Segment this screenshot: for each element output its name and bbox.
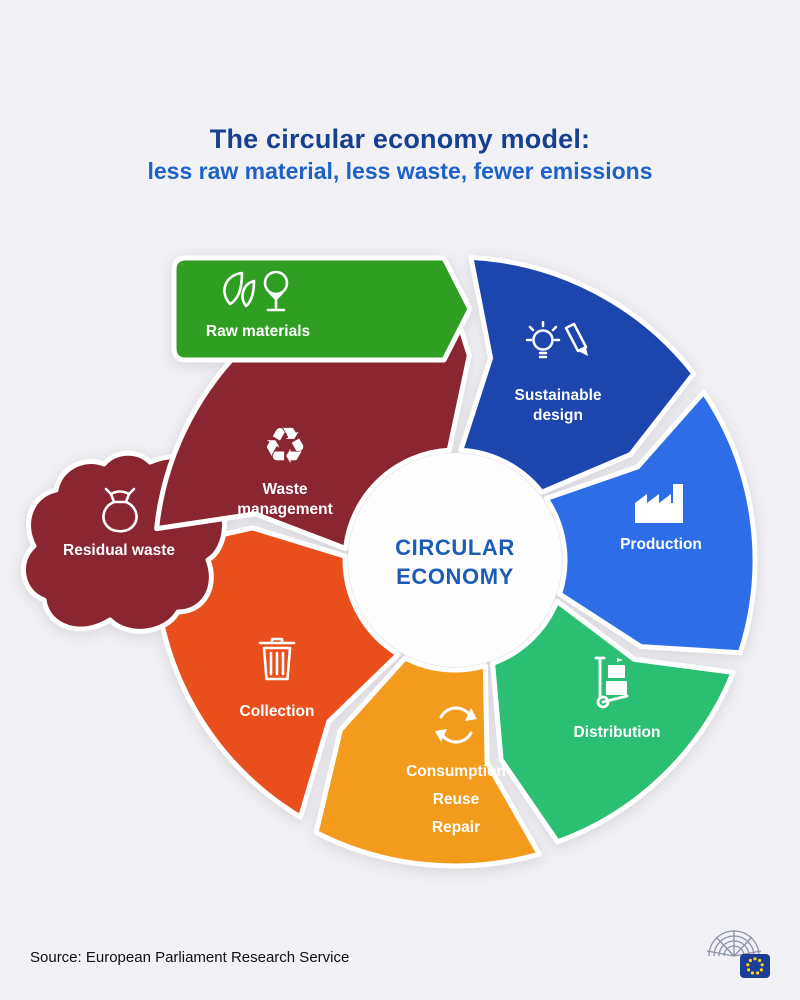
- lightbulb-pencil-icon: [525, 320, 591, 371]
- waste-management-label: Waste management: [237, 480, 333, 520]
- production-label: Production: [620, 536, 702, 553]
- center-circle: [348, 453, 562, 667]
- cycle-arrows-icon: [431, 700, 481, 750]
- label-line: Consumption: [406, 763, 506, 780]
- trash-bin-icon: [254, 634, 300, 684]
- distribution-label: Distribution: [573, 724, 661, 741]
- consumption-reuse-repair-label: Consumption Reuse Repair: [406, 758, 506, 842]
- sustainable-design-label: Sustainable design: [515, 386, 602, 426]
- page-title: The circular economy model:: [209, 124, 591, 154]
- source-text: Source: European Parliament Research Ser…: [30, 949, 350, 966]
- label-line: management: [237, 501, 333, 518]
- page-subtitle: less raw material, less waste, fewer emi…: [147, 158, 653, 184]
- recycle-icon: ♻: [263, 421, 308, 471]
- residual-waste-label: Residual waste: [63, 542, 175, 559]
- hand-truck-icon: [589, 655, 643, 709]
- european-parliament-logo: [700, 926, 774, 982]
- center-label-line: ECONOMY: [396, 564, 514, 589]
- label-line: Repair: [431, 819, 481, 836]
- recycle-glyph: ♻: [262, 418, 308, 474]
- label-line: design: [533, 407, 583, 424]
- raw-materials-label: Raw materials: [205, 323, 311, 340]
- label-line: Reuse: [432, 791, 480, 808]
- collection-label: Collection: [239, 703, 315, 720]
- center-label: CIRCULAR ECONOMY: [395, 533, 515, 591]
- leaves-and-tree-icon: [216, 266, 296, 318]
- segment-consumption-reuse-repair: [313, 655, 542, 869]
- waste-bag-icon: [97, 485, 143, 535]
- factory-icon: [631, 479, 689, 525]
- label-line: Waste: [262, 481, 308, 498]
- segment-sustainable-design: [458, 254, 697, 495]
- center-label-line: CIRCULAR: [395, 535, 515, 560]
- label-line: Sustainable: [514, 387, 602, 404]
- segment-distribution: [490, 598, 736, 845]
